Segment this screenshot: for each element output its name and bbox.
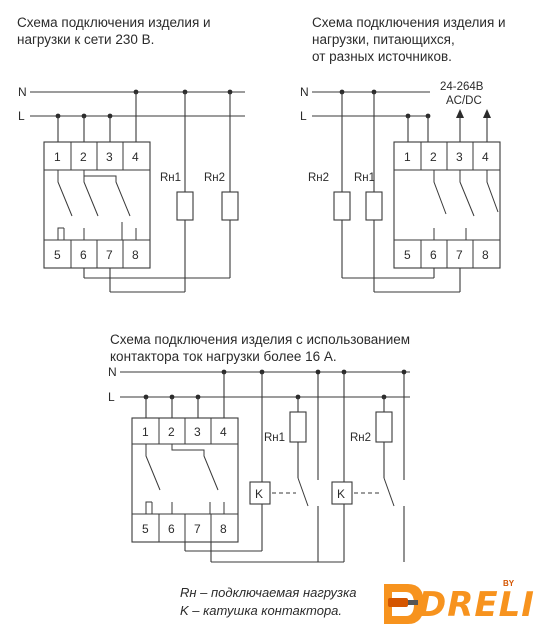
terminal-4: 4 xyxy=(132,150,139,164)
coil-2-label: K xyxy=(337,487,345,501)
legend-coil: K – катушка контактора. xyxy=(180,603,343,618)
logo-text: DRELI xyxy=(418,585,535,625)
caption-line: Схема подключения изделия с использовани… xyxy=(110,332,411,347)
relay-contact-2 xyxy=(83,170,137,240)
load-resistor-2 xyxy=(375,411,393,443)
dreli-logo: DRELI BY xyxy=(378,578,534,630)
live-label: L xyxy=(300,109,307,123)
caption-scheme-1: Схема подключения изделия и нагрузки к с… xyxy=(17,14,211,48)
load-resistor-2 xyxy=(221,191,239,221)
terminal-4: 4 xyxy=(482,150,489,164)
scheme-1: N L 1 2 3 4 5 6 7 8 xyxy=(18,85,245,293)
caption-line: контактора ток нагрузки более 16 А. xyxy=(110,349,337,364)
scheme-3: N L 1 2 3 4 5 6 7 8 xyxy=(108,365,410,563)
terminal-5: 5 xyxy=(142,522,149,536)
caption-line: от разных источников. xyxy=(312,49,452,64)
neutral-label: N xyxy=(300,85,309,99)
terminal-6: 6 xyxy=(80,248,87,262)
contactor-switch-1 xyxy=(297,477,309,507)
live-label: L xyxy=(18,109,25,123)
load-resistor-1 xyxy=(289,411,307,443)
terminal-2: 2 xyxy=(430,150,437,164)
neutral-label: N xyxy=(108,365,117,379)
terminal-7: 7 xyxy=(194,522,201,536)
terminal-6: 6 xyxy=(168,522,175,536)
terminal-4: 4 xyxy=(220,425,227,439)
terminal-8: 8 xyxy=(132,248,139,262)
neutral-label: N xyxy=(18,85,27,99)
terminal-8: 8 xyxy=(482,248,489,262)
terminal-2: 2 xyxy=(80,150,87,164)
terminal-1: 1 xyxy=(142,425,149,439)
terminal-3: 3 xyxy=(194,425,201,439)
terminal-7: 7 xyxy=(456,248,463,262)
live-label: L xyxy=(108,390,115,404)
terminal-5: 5 xyxy=(404,248,411,262)
supply-voltage-label: 24-264В xyxy=(440,81,484,93)
terminal-7: 7 xyxy=(106,248,113,262)
caption-line: Схема подключения изделия и xyxy=(312,15,506,30)
terminal-5: 5 xyxy=(54,248,61,262)
terminal-6: 6 xyxy=(430,248,437,262)
relay-contact-1 xyxy=(57,170,85,240)
scheme-2: N L 24-264В AC/DC 1 2 3 4 5 6 7 8 xyxy=(300,81,501,293)
supply-type-label: AC/DC xyxy=(446,95,482,107)
load-2-label: Rн2 xyxy=(204,172,225,184)
terminal-2: 2 xyxy=(168,425,175,439)
load-2-label: Rн2 xyxy=(308,172,329,184)
terminal-3: 3 xyxy=(456,150,463,164)
arrow-up-icon xyxy=(483,109,491,118)
coil-1-label: K xyxy=(255,487,263,501)
caption-scheme-3: Схема подключения изделия с использовани… xyxy=(110,331,410,365)
terminal-1: 1 xyxy=(54,150,61,164)
logo-suffix: BY xyxy=(503,579,515,588)
caption-scheme-2: Схема подключения изделия и нагрузки, пи… xyxy=(312,14,506,65)
load-resistor-1 xyxy=(365,191,383,221)
contactor-coil-1 xyxy=(249,481,271,505)
load-1-label: Rн1 xyxy=(354,172,375,184)
relay-contact-1 xyxy=(145,444,173,514)
load-1-label: Rн1 xyxy=(264,432,285,444)
load-resistor-2 xyxy=(333,191,351,221)
drill-icon xyxy=(384,584,424,624)
arrow-up-icon xyxy=(456,109,464,118)
legend-load: Rн – подключаемая нагрузка xyxy=(180,585,357,600)
caption-line: Схема подключения изделия и xyxy=(17,15,211,30)
terminal-3: 3 xyxy=(106,150,113,164)
contactor-coil-2 xyxy=(331,481,353,505)
relay-contact-2 xyxy=(171,444,225,514)
load-1-label: Rн1 xyxy=(160,172,181,184)
caption-line: нагрузки, питающихся, xyxy=(312,32,455,47)
load-2-label: Rн2 xyxy=(350,432,371,444)
terminal-1: 1 xyxy=(404,150,411,164)
load-resistor-1 xyxy=(176,191,194,221)
contactor-switch-2 xyxy=(383,477,395,507)
caption-line: нагрузки к сети 230 В. xyxy=(17,32,155,47)
relay-contact-1 xyxy=(433,170,475,240)
terminal-8: 8 xyxy=(220,522,227,536)
relay-contact-2 xyxy=(433,170,447,215)
